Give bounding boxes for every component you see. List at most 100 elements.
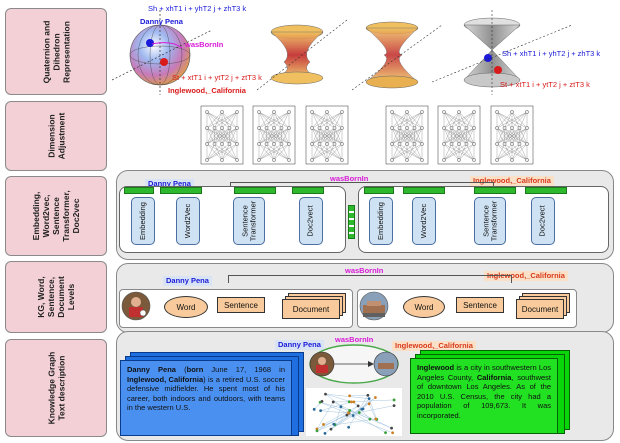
kg-node (350, 400, 353, 404)
levels-tail-tag: Inglewood,_California (484, 271, 568, 281)
tail-desc-text-1: is a city in southwestern Los Angeles Co… (417, 363, 551, 382)
row-label-dimension: Dimension Adjustment (5, 101, 107, 171)
row-label-kg-text: Knowledge Graph Text description (5, 339, 107, 437)
kg-edge (368, 403, 376, 419)
head-desc-text-1: ( (175, 365, 187, 374)
kg-edge (334, 406, 342, 425)
kg-node (323, 431, 327, 435)
kg-edge (346, 414, 393, 433)
kg-edge (349, 399, 395, 402)
kg-node (339, 405, 343, 409)
kg-node (329, 427, 333, 431)
quaternion-formula-tail-left: St + xtT1 i + ytT2 j + ztT3 k (172, 73, 262, 82)
kg-edge (316, 401, 334, 430)
quaternion-head-label: Danny Pena (140, 17, 183, 26)
dimension-adjustment-networks (200, 105, 534, 165)
green-vector-head-1 (124, 187, 154, 194)
embedding-tail-tag: Inglewood,_California (470, 176, 554, 186)
kg-node (352, 400, 356, 404)
kg-node (351, 414, 355, 417)
neural-network-icon (437, 105, 481, 165)
kg-edge (320, 410, 350, 414)
encoder-doc2vec-tail: Doc2vect (531, 197, 555, 245)
head-desc-text-2: June 17, 1968 in (203, 365, 285, 374)
kg-node (315, 429, 319, 433)
kg-edge (349, 410, 386, 433)
kg-node (356, 404, 360, 408)
kg-node (391, 431, 395, 435)
head-desc-bold-2: born (186, 365, 204, 374)
head-entity-photo (121, 291, 151, 321)
kg-edge (316, 424, 334, 432)
kg-head-description: Danny Pena (born June 17, 1968 in Inglew… (120, 360, 292, 436)
kg-edge (330, 415, 354, 430)
green-vector-tail-4 (525, 187, 567, 194)
encoder-embedding-tail: Embedding (369, 197, 393, 245)
kg-node (312, 407, 316, 411)
kg-node (367, 397, 371, 401)
tail-entity-photo (359, 291, 389, 321)
quaternion-formula-tail-right: St + xtT1 i + ytT2 j + ztT3 k (500, 80, 590, 89)
quaternion-sphere (112, 10, 213, 95)
kg-node (331, 400, 335, 404)
knowledge-graph-illustration (306, 344, 402, 436)
encoder-sentence-head: Sentence Transformer (233, 197, 265, 245)
encoder-embedding-head: Embedding (131, 197, 155, 245)
kg-edge (320, 402, 350, 411)
tail-desc-bold-1: Inglewood (417, 363, 455, 372)
kg-tail-description: Inglewood is a city in southwestern Los … (410, 358, 558, 434)
hyperboloid-one (256, 19, 348, 91)
kg-edge (330, 397, 376, 430)
hyperboloid-two (351, 21, 443, 91)
kg-head-tag: Danny Pena (275, 340, 324, 350)
kg-node (392, 398, 396, 402)
kg-node (332, 422, 336, 426)
kg-edge (325, 393, 370, 399)
tail-desc-text-2: , southwest of downtown Los Angeles. As … (417, 372, 552, 420)
sentence-level-tail: Sentence (456, 297, 504, 313)
quaternion-tail-label: Inglewood,_California (168, 86, 246, 95)
kg-node (324, 392, 327, 396)
embedding-relation-tag: wasBornIn (330, 174, 369, 183)
green-vector-tail-3 (474, 187, 516, 194)
document-level-head: Document (282, 299, 340, 319)
kg-edge (316, 412, 349, 432)
quaternion-formula-head-right: Sh + xhT1 i + yhT2 j + zhT3 k (502, 49, 601, 58)
kg-node (315, 427, 319, 431)
kg-node (368, 417, 372, 421)
quaternion-formula-head-left: Sh + xhT1 i + yhT2 j + zhT3 k (148, 4, 247, 13)
kg-node (347, 425, 351, 429)
document-level-tail: Document (516, 299, 564, 319)
kg-node (373, 396, 377, 399)
green-vector-head-4 (292, 187, 324, 194)
encoder-word2vec-head: Word2Vec (176, 197, 200, 245)
dihedron-cone (431, 10, 573, 95)
kg-node (348, 394, 352, 398)
sentence-level-head: Sentence (217, 297, 265, 313)
kg-node (348, 409, 352, 412)
kg-node (390, 426, 393, 430)
relation-bracket-levels (228, 275, 512, 283)
kg-edge (349, 395, 368, 396)
kg-edge (320, 401, 352, 411)
kg-edge (359, 405, 395, 413)
encoder-doc2vec-head: Doc2vect (299, 197, 323, 245)
kg-node (320, 400, 324, 403)
kg-tail-tag: Inglewood,_California (392, 341, 476, 351)
neural-network-icon (252, 105, 296, 165)
quaternion-relation-label: wasBornIn (185, 40, 224, 49)
head-desc-bold-1: Danny Pena (127, 365, 176, 374)
kg-node (357, 411, 361, 414)
kg-edge (323, 405, 359, 425)
kg-edge (316, 414, 347, 430)
green-vector-relation (348, 205, 355, 239)
row-label-embedding: Embedding, Word2vec, Sentence Transforme… (5, 176, 107, 256)
row-label-levels: KG, Word, Sentence, Document Levels (5, 261, 107, 333)
kg-edge (359, 412, 392, 429)
embedding-head-tag: Danny Pena (145, 179, 194, 189)
green-vector-head-3 (234, 187, 276, 194)
tail-desc-bold-2: California (476, 372, 512, 382)
kg-node (384, 431, 387, 435)
word-level-tail: Word (403, 296, 445, 318)
